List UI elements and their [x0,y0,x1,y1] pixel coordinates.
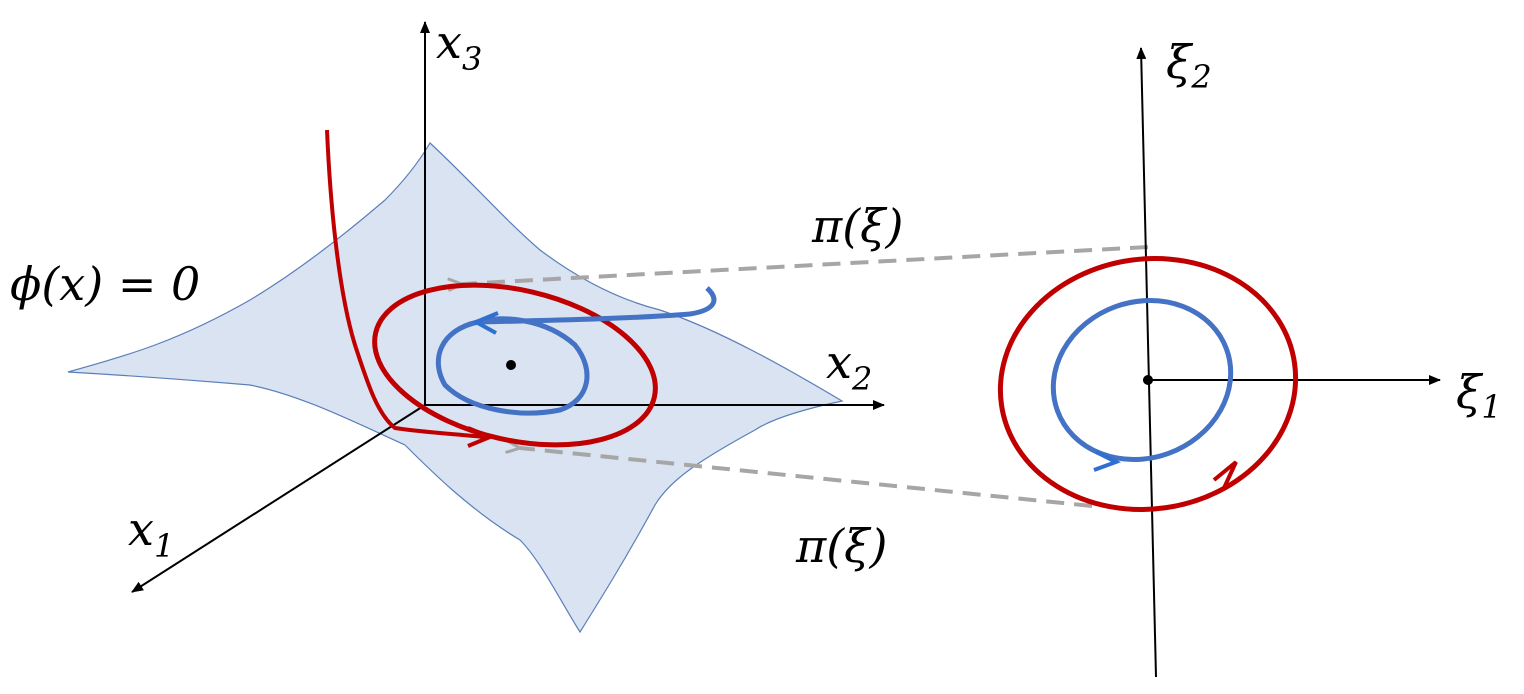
surface-label: ϕ(x) = 0 [10,257,200,311]
equilibrium-point-2d [1143,375,1153,385]
blue-spiral-arrowhead [471,311,499,335]
x1-axis [131,404,426,593]
xi2-axis [1136,47,1157,678]
red-incoming-trajectory [325,129,486,439]
right-2d-figure: ξ2 ξ1 [997,35,1502,678]
left-3d-figure: ϕ(x) = 0 x3 x2 x1 π(ξ) π(ξ) [10,15,1149,634]
projection-label-bottom: π(ξ) [795,519,887,573]
x3-label: x3 [436,15,482,78]
blue-cycle-arrowhead-2d [1093,450,1122,472]
red-limit-cycle-2d [997,256,1299,512]
projection-dashed-bottom [520,448,1093,508]
xi2-label: ξ2 [1166,35,1212,96]
blue-spiral-trajectory [435,286,717,416]
red-cycle-arrowhead-2d [1212,460,1238,489]
projection-label-top: π(ξ) [811,199,903,253]
x1-label: x1 [128,502,174,565]
xi1-label: ξ1 [1456,365,1502,426]
red-limit-cycle-3d [372,282,658,448]
x2-label: x2 [826,335,872,398]
equilibrium-point-3d [506,360,516,370]
blue-cycle-2d [1050,298,1234,462]
projection-dashed-top [462,245,1149,284]
